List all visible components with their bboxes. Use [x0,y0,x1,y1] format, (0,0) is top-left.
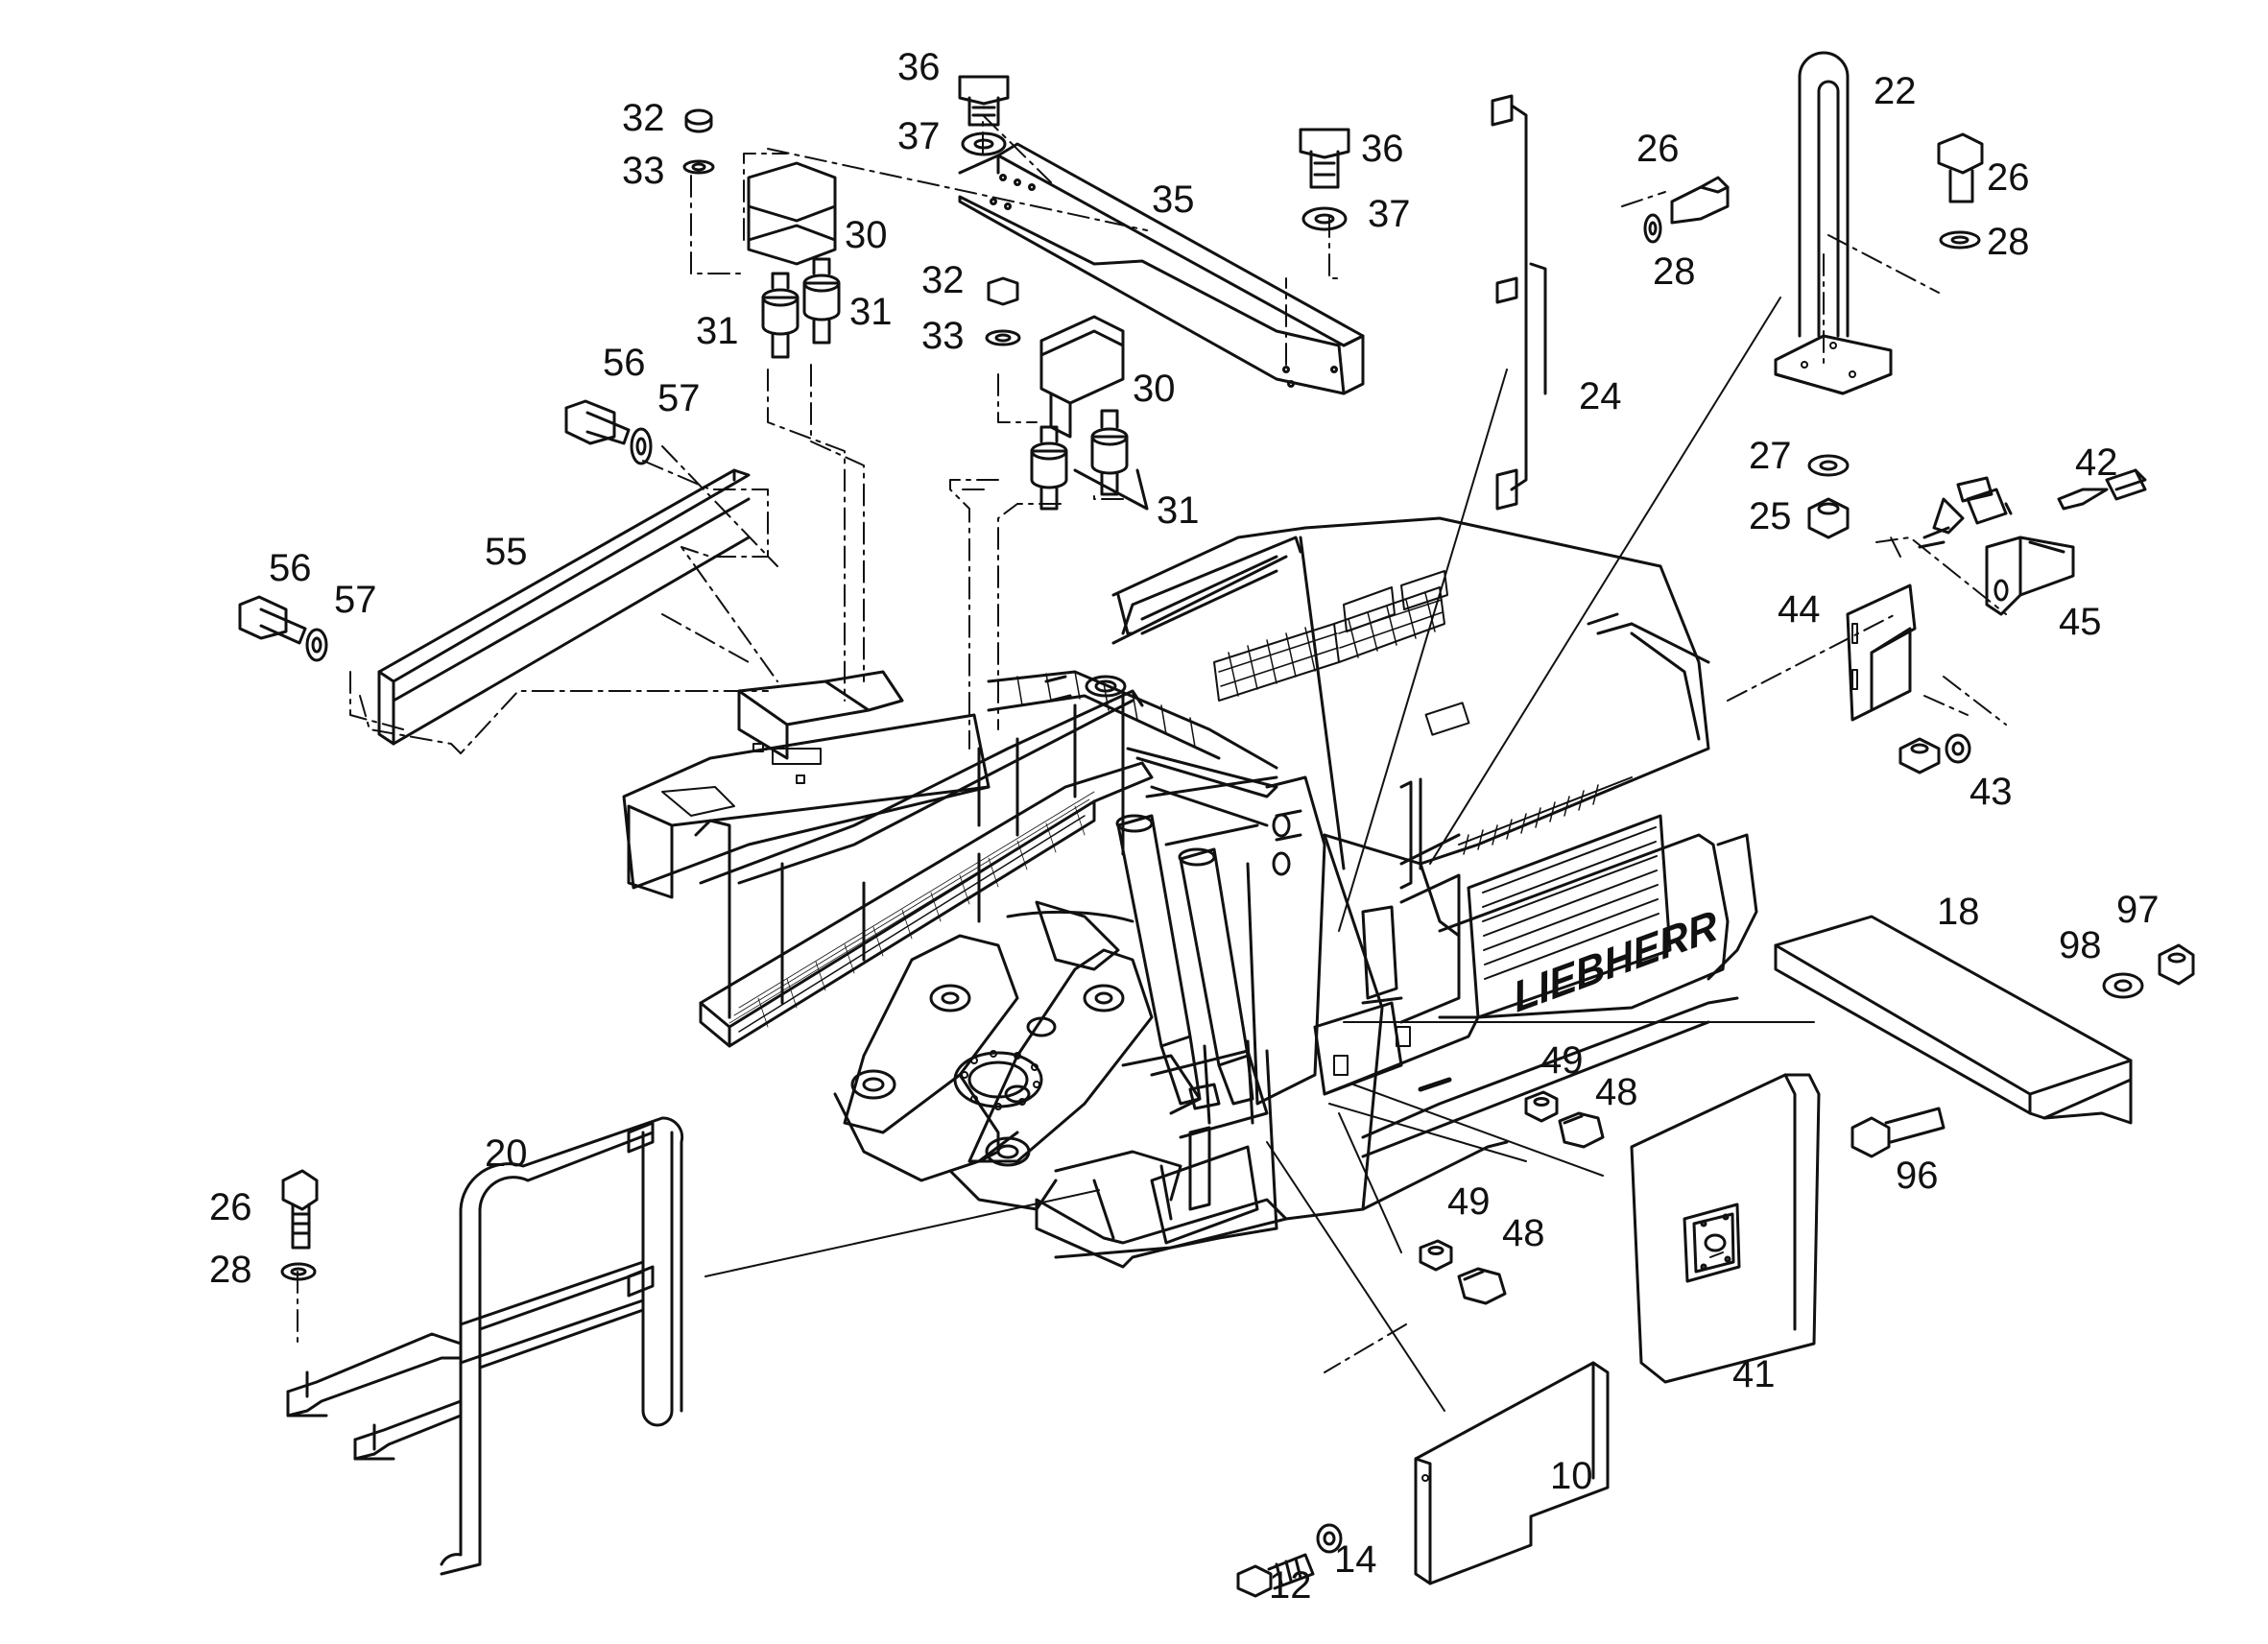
callout-31-center: 31 [1157,489,1200,532]
cover-41 [1630,1073,1821,1384]
callout-37-right: 37 [1368,193,1411,235]
callout-31-left-b: 31 [849,291,893,333]
callout-49-lower: 49 [1447,1180,1491,1223]
rail-55 [238,399,751,746]
callout-25: 25 [1749,495,1792,537]
callout-44: 44 [1778,588,1821,631]
callout-30-left: 30 [845,214,888,256]
callout-26-rail: 26 [209,1186,252,1228]
callout-14: 14 [1334,1538,1377,1581]
callout-57-upper: 57 [657,377,701,419]
fasteners-48-49 [1419,1090,1605,1305]
callout-35: 35 [1152,179,1195,221]
bracket-44-45 [1846,468,2147,774]
callout-41: 41 [1732,1353,1776,1395]
callout-45: 45 [2059,601,2102,643]
brand-logo: LIEBHERR [1510,901,1721,1022]
excavator-uppercarriage: LIEBHERR [622,516,1758,1269]
callout-48-upper: 48 [1595,1071,1638,1113]
callout-20: 20 [485,1132,528,1175]
callout-55: 55 [485,531,528,573]
plate-10 [1236,1361,1610,1598]
callout-32-left: 32 [622,97,665,139]
assembly-centerlines [297,114,2007,1373]
upper-plate-35 [958,75,1365,395]
callout-28-rail: 28 [209,1249,252,1291]
callout-49-upper: 49 [1540,1039,1584,1082]
callout-12: 12 [1269,1564,1312,1607]
callout-96: 96 [1896,1155,1939,1197]
callout-33-left: 33 [622,150,665,192]
callout-22: 22 [1874,70,1917,112]
step-plate-18 [1774,915,2195,1158]
callout-36-right: 36 [1361,128,1404,170]
callout-31-left-a: 31 [696,310,739,352]
callout-43: 43 [1970,771,2013,813]
grab-handle-22 [1774,51,1984,539]
callout-36-top: 36 [897,46,941,88]
callout-18: 18 [1937,891,1980,933]
callout-42: 42 [2075,441,2118,484]
callout-56-lower: 56 [269,547,312,589]
handrail-20 [280,1116,684,1576]
callout-56-upper: 56 [603,342,646,384]
callout-98: 98 [2059,924,2102,966]
callout-48-lower: 48 [1502,1212,1545,1254]
center-bracket [985,276,1149,511]
callout-26-handle: 26 [1987,156,2030,199]
callout-30-center: 30 [1133,368,1176,410]
callout-28-handle: 28 [1987,221,2030,263]
callout-10: 10 [1550,1455,1593,1497]
callout-97: 97 [2116,889,2160,931]
callout-32-center: 32 [921,259,965,301]
callout-57-lower: 57 [334,579,377,621]
callout-26-ladder: 26 [1636,128,1680,170]
reference-leaders [704,297,1815,1412]
upper-left-bracket [682,108,841,359]
callout-28-ladder: 28 [1653,250,1696,293]
callout-33-center: 33 [921,315,965,357]
callout-24: 24 [1579,375,1622,417]
callout-37-top: 37 [897,115,941,157]
callout-27: 27 [1749,435,1792,477]
ladder-24 [1491,94,1730,511]
